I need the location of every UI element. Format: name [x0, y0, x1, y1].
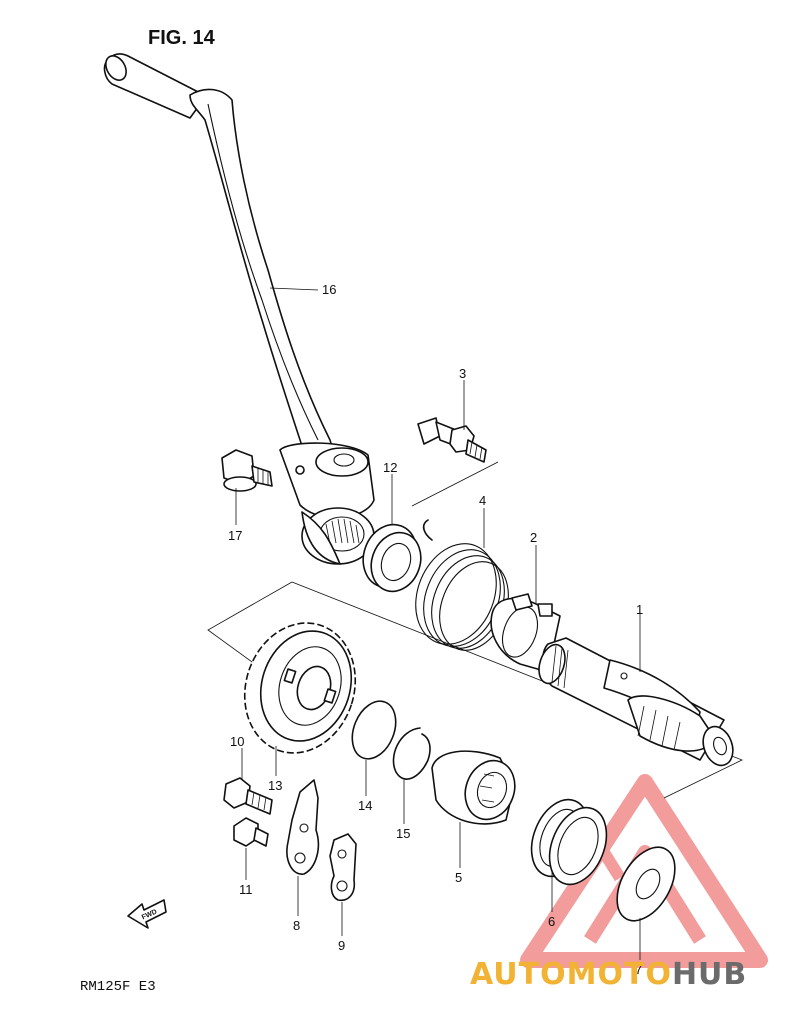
figure-title: FIG. 14 — [148, 27, 216, 49]
callout-7: 7 — [635, 962, 642, 977]
fwd-arrow-icon: FWD — [127, 899, 167, 929]
callout-14: 14 — [358, 798, 372, 813]
part-1-shaft — [538, 637, 734, 767]
callout-17: 17 — [228, 528, 242, 543]
kick-lever — [103, 53, 375, 565]
svg-text:AUTOMOTOHUB: AUTOMOTOHUB — [470, 957, 747, 992]
part-15-clip — [392, 727, 431, 780]
callout-13: 13 — [268, 778, 282, 793]
part-17-bolt — [221, 449, 273, 492]
part-7-washer — [616, 846, 676, 922]
part-5-ratchet — [431, 750, 516, 825]
part-6-washers — [530, 798, 608, 886]
part-14-ring — [351, 700, 397, 760]
callout-2: 2 — [530, 530, 537, 545]
callout-labels: 1 2 3 4 5 6 7 8 9 10 11 12 13 14 15 16 1… — [228, 282, 643, 977]
part-11-nut — [233, 817, 269, 847]
watermark-part1: AUTOMOTO — [470, 957, 672, 992]
callout-5: 5 — [455, 870, 462, 885]
part-12-seal — [362, 523, 422, 593]
callout-6: 6 — [548, 914, 555, 929]
part-3-bolt — [417, 417, 487, 463]
callout-10: 10 — [230, 734, 244, 749]
model-code: RM125F E3 — [80, 979, 156, 995]
callout-8: 8 — [293, 918, 300, 933]
callout-1: 1 — [636, 602, 643, 617]
callout-9: 9 — [338, 938, 345, 953]
part-13-gear — [243, 622, 357, 754]
callout-3: 3 — [459, 366, 466, 381]
watermark-text: AUTOMOTOHUB — [470, 957, 747, 992]
part-10-bolt — [223, 777, 273, 815]
watermark-part2: HUB — [672, 957, 747, 992]
callout-12: 12 — [383, 460, 397, 475]
part-9-plate — [329, 833, 357, 902]
callout-11: 11 — [239, 882, 253, 897]
callout-4: 4 — [479, 493, 486, 508]
callout-16: 16 — [322, 282, 336, 297]
leader-lines — [235, 287, 641, 960]
part-8-plate — [286, 779, 320, 875]
callout-15: 15 — [396, 826, 410, 841]
